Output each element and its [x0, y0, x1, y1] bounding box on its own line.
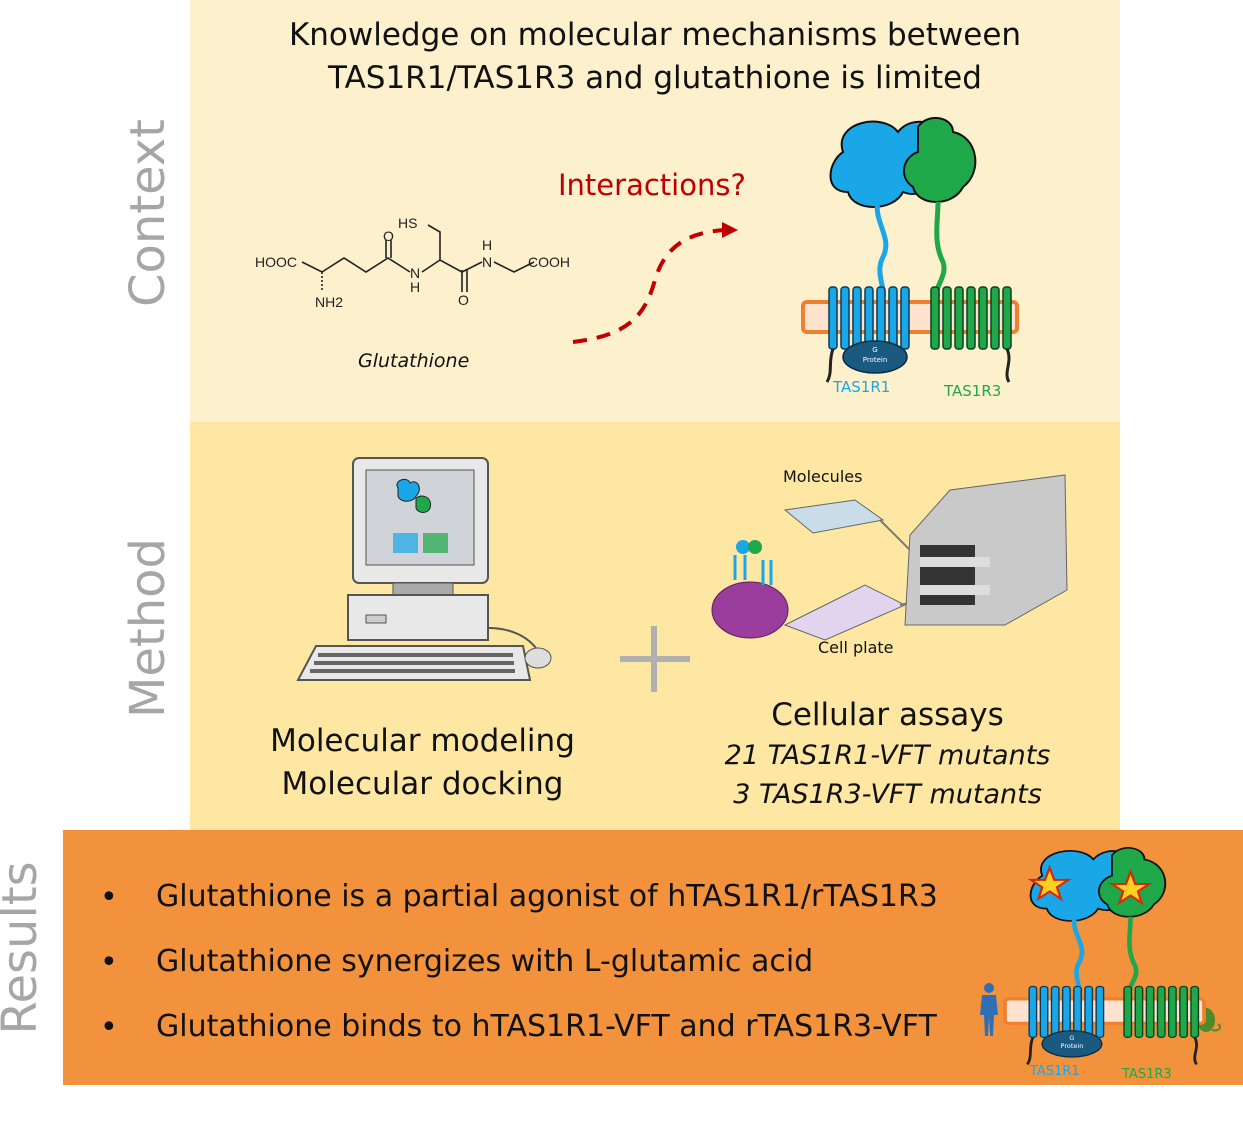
tas1r1-label: TAS1R1 — [833, 378, 891, 396]
svg-text:G: G — [872, 346, 877, 354]
svg-text:COOH: COOH — [528, 254, 570, 270]
svg-text:N: N — [482, 254, 492, 270]
tas1r1-mutants-label: 21 TAS1R1-VFT mutants — [724, 740, 1051, 771]
svg-text:O: O — [383, 228, 394, 244]
result-item-1: Glutathione is a partial agonist of hTAS… — [156, 879, 938, 914]
result-item-2: Glutathione synergizes with L-glutamic a… — [156, 944, 814, 979]
bullet-icon: • — [100, 1010, 118, 1045]
svg-text:Protein: Protein — [863, 356, 888, 364]
svg-text:N: N — [410, 265, 420, 281]
results-tas1r3-label: TAS1R3 — [1122, 1067, 1172, 1082]
tas1r3-mutants-label: 3 TAS1R3-VFT mutants — [733, 779, 1042, 810]
cellular-assay-illustration — [711, 474, 1068, 641]
cell-plate-label: Cell plate — [818, 638, 894, 657]
molecular-docking-label: Molecular docking — [281, 766, 564, 802]
plus-icon — [620, 626, 690, 692]
tas1r1-tas1r3-receptor-diagram: G Protein — [803, 112, 1017, 392]
human-icon — [980, 983, 998, 1036]
svg-text:O: O — [458, 292, 469, 308]
molecular-modeling-label: Molecular modeling — [270, 723, 575, 759]
activated-receptor-diagram: G Protein — [1005, 843, 1219, 1123]
bullet-icon: • — [100, 880, 118, 915]
svg-text:NH2: NH2 — [315, 294, 343, 310]
context-panel — [190, 0, 1120, 422]
binding-star-icon — [1108, 868, 1153, 906]
svg-text:Protein: Protein — [1061, 1043, 1084, 1050]
svg-text:HS: HS — [398, 215, 417, 231]
results-tas1r1-label: TAS1R1 — [1030, 1064, 1080, 1079]
svg-text:HOOC: HOOC — [255, 254, 297, 270]
tas1r3-label: TAS1R3 — [944, 382, 1002, 400]
bullet-icon: • — [100, 945, 118, 980]
molecules-label: Molecules — [783, 467, 863, 486]
computer-icon — [296, 457, 552, 681]
svg-text:H: H — [410, 279, 420, 295]
svg-text:G: G — [1069, 1035, 1074, 1042]
dashed-arrow — [572, 222, 738, 344]
section-label-method: Method — [120, 537, 176, 719]
glutathione-structure: HS HOOC NH2 O N H O H N COOH — [255, 215, 570, 310]
method-left-text: Molecular modeling Molecular docking — [240, 720, 605, 806]
interactions-question: Interactions? — [558, 168, 746, 202]
cellular-assays-title: Cellular assays — [771, 697, 1004, 733]
section-label-context: Context — [120, 118, 176, 308]
context-title-line2: TAS1R1/TAS1R3 and glutathione is limited — [328, 60, 982, 96]
section-label-results: Results — [0, 861, 48, 1035]
binding-star-icon — [1027, 864, 1072, 902]
context-title-line1: Knowledge on molecular mechanisms betwee… — [288, 17, 1022, 53]
svg-text:H: H — [482, 237, 492, 253]
context-title: Knowledge on molecular mechanisms betwee… — [190, 14, 1120, 100]
molecule-name: Glutathione — [358, 350, 470, 372]
result-item-3: Glutathione binds to hTAS1R1-VFT and rTA… — [156, 1009, 937, 1044]
